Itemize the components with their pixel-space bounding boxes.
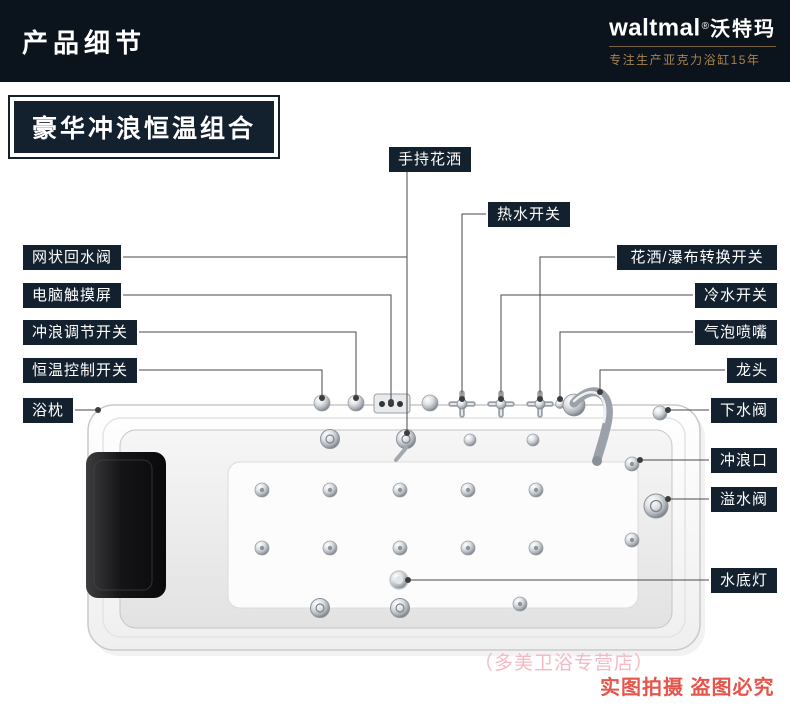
- product-title-box: 豪华冲浪恒温组合: [8, 95, 281, 159]
- watermark-notice: 实图拍摄 盗图必究: [600, 677, 775, 699]
- header-bar: 产品细节 waltmal®沃特玛 专注生产亚克力浴缸15年: [0, 0, 790, 82]
- bathtub-graphic: [87, 404, 705, 656]
- handheld-shower-graphic: [394, 428, 417, 462]
- callout-drain-valve: 下水阀: [711, 398, 777, 423]
- line-surf-adjust-switch: [139, 331, 357, 396]
- brand-tagline: 专注生产亚克力浴缸15年: [609, 53, 761, 68]
- callout-faucet: 龙头: [727, 358, 777, 383]
- brand-row: waltmal®沃特玛: [609, 14, 776, 44]
- callout-cold-water-switch: 冷水开关: [695, 283, 777, 308]
- watermark-shop-name: （多美卫浴专营店）: [474, 653, 655, 674]
- brand-name-en: waltmal: [609, 14, 701, 42]
- callout-mesh-return-valve: 网状回水阀: [23, 245, 121, 270]
- overflow-valve-graphic: [643, 493, 669, 519]
- product-title: 豪华冲浪恒温组合: [14, 101, 275, 153]
- line-hot-water-switch: [461, 213, 486, 397]
- line-shower-waterfall-switch: [539, 256, 615, 397]
- callout-thermostat-switch: 恒温控制开关: [23, 358, 137, 383]
- callout-surf-adjust-switch: 冲浪调节开关: [23, 320, 137, 345]
- callout-lines: [75, 172, 725, 581]
- bath-pillow-graphic: [86, 452, 166, 598]
- brand-logo: waltmal®沃特玛 专注生产亚克力浴缸15年: [609, 14, 776, 68]
- callout-bath-pillow: 浴枕: [23, 398, 73, 423]
- callout-dots: [95, 389, 671, 583]
- callout-shower-waterfall-switch: 花洒/瀑布转换开关: [617, 245, 777, 270]
- brand-registered-icon: ®: [701, 20, 709, 32]
- surf-jet-graphic: [624, 456, 640, 472]
- callout-surf-jet: 冲浪口: [711, 448, 777, 473]
- line-thermostat-switch: [139, 369, 323, 396]
- faucet-graphic: [562, 387, 613, 466]
- line-cold-water-switch: [500, 294, 693, 397]
- callout-underwater-light: 水底灯: [711, 568, 777, 593]
- callout-bubble-nozzle: 气泡喷嘴: [695, 320, 777, 345]
- line-computer-touchscreen: [123, 294, 392, 400]
- callout-computer-touchscreen: 电脑触摸屏: [23, 283, 121, 308]
- callout-overflow-valve: 溢水阀: [711, 487, 777, 512]
- line-bubble-nozzle: [559, 331, 693, 397]
- page-title: 产品细节: [22, 27, 147, 58]
- callout-hot-water-switch: 热水开关: [488, 202, 570, 227]
- drain-knob-graphic: [652, 405, 668, 421]
- callout-handheld-shower: 手持花洒: [389, 147, 471, 172]
- brand-divider: [609, 46, 776, 48]
- floor-fittings-graphic: [254, 428, 669, 619]
- line-faucet: [599, 369, 725, 390]
- brand-name-cn: 沃特玛: [710, 18, 776, 41]
